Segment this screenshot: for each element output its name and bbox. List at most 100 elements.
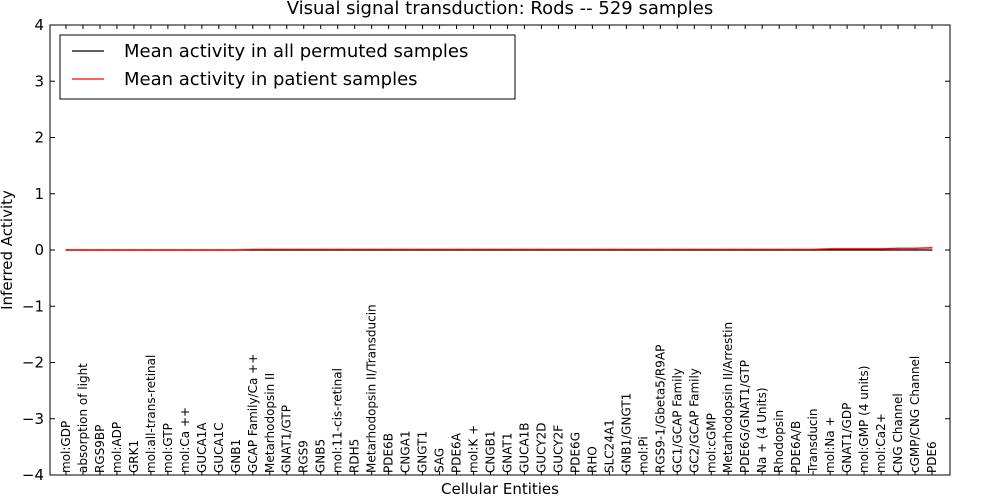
y-tick-label: −3 [22,410,44,428]
x-tick-label: CNGB1 [484,430,498,473]
x-tick-label: GNB1/GNGT1 [619,393,633,473]
x-tick-label: GCAP Family/Ca ++ [246,354,260,473]
legend-label-permuted: Mean activity in all permuted samples [124,41,468,62]
x-tick-label: CNGA1 [399,431,413,474]
y-tick-label: 4 [34,16,44,34]
series-1-point [795,248,797,251]
series-1-point [337,248,339,251]
x-tick-label: PDE6A [450,432,464,473]
x-tick-label: mol:ADP [110,422,124,473]
x-tick-label: absorption of light [76,363,90,473]
x-tick-label: mol:11-cis-retinal [331,368,345,473]
series-1-point [727,248,729,251]
x-tick-label: GNGT1 [416,431,430,473]
series-1-point [65,249,67,251]
x-tick-label: mol:GDP [59,421,73,473]
x-tick-label: Metarhodopsin II/Transducin [365,304,379,473]
series-1-point [880,248,882,250]
x-tick-label: PDE6 [925,441,939,473]
series-1-point [863,248,865,250]
x-tick-label: GC1/GCAP Family [670,368,684,473]
x-tick-label: mol:GMP (4 units) [857,366,871,473]
y-tick-label: −4 [22,466,44,484]
series-1-point [489,248,492,251]
x-tick-label: PDE6G/GNAT1/GTP [738,360,752,473]
x-tick-label: GUCA1C [212,422,226,473]
series-1-point [710,248,712,251]
x-tick-label: mol:GTP [161,423,175,473]
series-0-point [880,249,882,251]
series-0-point [897,249,899,251]
x-tick-label: GRK1 [127,440,141,473]
x-tick-label: PDE6A/B [789,421,803,473]
series-1-point [829,248,831,250]
series-1-point [506,248,509,251]
series-1-point [744,248,746,251]
series-1-point [914,247,916,249]
series-0-point [931,249,933,251]
series-1-point [421,248,424,251]
x-tick-label: RHO [585,446,599,473]
series-1-point [388,248,390,251]
x-axis-label: Cellular Entities [441,480,559,498]
series-1-point [286,248,288,251]
series-1-point [557,248,560,251]
x-tick-label: Metarhodopsin II/Arrestin [721,322,735,473]
x-tick-label: Transducin [806,409,820,474]
series-1-point [591,248,593,251]
x-tick-label: CNG Channel [891,393,905,473]
series-1-point [167,249,169,251]
series-1-point [218,249,220,251]
y-axis-label: Inferred Activity [0,190,16,310]
x-tick-label: mol:all-trans-retinal [144,355,158,473]
y-tick-label: −1 [22,297,44,315]
series-1-point [812,248,814,251]
x-tick-label: GUCY2F [551,425,565,473]
series-1-point [303,248,305,251]
series-1-point [371,248,373,251]
x-tick-label: GUCA1B [517,422,531,473]
legend-box [59,34,516,100]
series-1-point [455,248,458,251]
x-tick-label: GUCY2D [534,423,548,473]
x-tick-label: mol:cGMP [704,413,718,473]
series-1-point [574,248,577,251]
series-1-point [235,249,237,251]
y-tick-label: −2 [22,354,44,372]
x-tick-label: mol:K + [467,425,481,473]
series-1-point [931,247,933,249]
y-tick-label: 3 [34,72,44,90]
series-1-point [184,249,186,251]
legend: Mean activity in all permuted samples Me… [59,34,516,100]
x-tick-label: RGS9 [297,440,311,473]
series-0-point [863,249,865,251]
x-tick-label: RGS9-1/Gbeta5/R9AP [653,345,667,473]
chart-title: Visual signal transduction: Rods -- 529 … [287,0,714,19]
x-tick-label: GNB1 [229,439,243,473]
x-tick-label: Na + (4 Units) [755,387,769,473]
series-1-point [201,249,203,251]
x-tick-label: mol:Ca2+ [874,413,888,473]
series-1-point [761,248,763,251]
x-tick-label: GNAT1/GDP [840,403,854,473]
y-tick-label: 0 [34,241,44,259]
series-1-point [320,248,322,251]
series-1-point [642,248,644,251]
x-tick-label: GNB5 [314,439,328,473]
series-1-point [405,248,407,251]
x-tick-label: cGMP/CNG Channel [908,356,922,473]
x-tick-label: GNAT1/GTP [280,405,294,473]
x-tick-label: PDE6G [568,432,582,473]
series-1-point [133,249,135,251]
series-1-point [778,248,780,251]
x-tick-label: Rhodopsin [772,410,786,473]
series-1-point [116,249,118,251]
x-tick-label: GUCA1A [195,422,209,473]
y-tick-label: 1 [34,185,44,203]
series-1-point [693,248,695,251]
series-1-point [82,249,84,251]
series-1-point [269,248,271,251]
x-tick-label: mol:Pi [636,436,650,473]
series-1-point [897,247,899,249]
